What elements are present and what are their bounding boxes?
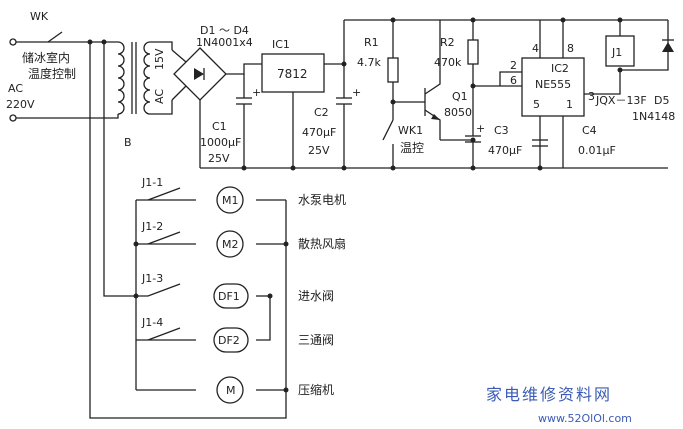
transformer: B 15V AC (87, 39, 173, 149)
c4-value: 0.01μF (578, 144, 616, 157)
watermark: 家电维修资料网 www.52OlOl.com (486, 385, 632, 425)
ic2-part: NE555 (535, 78, 571, 91)
relay-contact-j1-4: J1-4 (141, 316, 181, 341)
relay-contact-j1-3: J1-3 (136, 272, 181, 297)
pin1-label: 1 (566, 98, 573, 111)
threeway-label: 三通阀 (298, 333, 334, 347)
diode-d5: D5 1N4148 (632, 39, 675, 123)
r1-label: R1 (364, 36, 379, 49)
c3-value: 470μF (488, 144, 522, 157)
c2-label: C2 (314, 106, 329, 119)
pin6-label: 6 (510, 74, 517, 87)
m-label: M (226, 384, 236, 397)
ic2-ne555: 4 8 2 6 3 5 1 IC2 NE555 (499, 20, 595, 168)
capacitor-c1: + C1 1000μF 25V (200, 74, 261, 168)
q1-part: 8050 (444, 106, 472, 119)
r2-label: R2 (440, 36, 455, 49)
c1-label: C1 (212, 120, 227, 133)
ac-input-label: AC (8, 82, 23, 95)
c2-value: 470μF (302, 126, 336, 139)
top-rail (344, 17, 668, 23)
fan-motor-m2: M2 散热风扇 (216, 230, 346, 258)
pump-motor-m1: M1 水泵电机 (216, 186, 346, 214)
fan-label: 散热风扇 (298, 236, 346, 251)
wk1-thermostat: WK1 温控 (382, 102, 424, 168)
bridge-rectifier: D1 ～ D4 1N4001x4 (171, 24, 262, 168)
pin4-label: 4 (532, 42, 539, 55)
j1-2-label: J1-2 (141, 220, 163, 233)
wk-thermostat-switch (47, 31, 90, 43)
wk1-label: WK1 (398, 124, 423, 137)
inlet-valve-df1: DF1 进水阀 (213, 283, 334, 309)
pin3-label: 3 (588, 90, 595, 103)
capacitor-c4: C4 0.01μF (532, 124, 616, 157)
wk-label: WK (30, 10, 49, 23)
load-wiring (89, 39, 289, 419)
pin8-label: 8 (567, 42, 574, 55)
compressor-label: 压缩机 (298, 382, 334, 397)
df1-label: DF1 (218, 290, 240, 303)
c1-value: 1000μF (200, 136, 241, 149)
svg-text:+: + (252, 86, 261, 99)
r2-value: 470k (434, 56, 462, 69)
transformer-label: B (124, 136, 132, 149)
relay-contact-j1-1: J1-1 (141, 176, 181, 201)
relay-j1: J1 JQX－13F (584, 20, 669, 107)
ic1-label: IC1 (272, 38, 290, 51)
wk1-cn-label: 温控 (400, 141, 424, 155)
watermark-url: www.52OlOl.com (538, 412, 632, 425)
capacitor-c3: + C3 470μF (440, 86, 522, 168)
pin2-label: 2 (510, 59, 517, 72)
pump-label: 水泵电机 (298, 193, 346, 207)
c2-voltage: 25V (308, 144, 330, 157)
mains-input: WK 储冰室内 温度控制 AC 220V (6, 10, 90, 122)
ground-rail (200, 165, 668, 171)
ic2-label: IC2 (551, 62, 569, 75)
svg-text:+: + (352, 86, 361, 99)
relay-label: J1 (611, 46, 622, 59)
diodes-part-label: 1N4001x4 (196, 36, 253, 49)
watermark-text: 家电维修资料网 (486, 385, 612, 404)
df2-label: DF2 (218, 334, 240, 347)
diodes-label: D1 ～ D4 (200, 24, 249, 37)
capacitor-c2: + C2 470μF 25V (302, 20, 361, 168)
d5-part: 1N4148 (632, 110, 675, 123)
resistor-r1: R1 4.7k (357, 20, 425, 105)
c3-label: C3 (494, 124, 509, 137)
ic1-regulator: IC1 7812 (261, 38, 344, 168)
pin5-label: 5 (533, 98, 540, 111)
m1-label: M1 (222, 194, 239, 207)
secondary-voltage-label: 15V (153, 48, 166, 70)
r1-value: 4.7k (357, 56, 381, 69)
svg-text:+: + (476, 122, 485, 135)
relay-contact-j1-2: J1-2 (141, 220, 181, 245)
m2-label: M2 (222, 238, 239, 251)
inlet-label: 进水阀 (298, 289, 334, 303)
j1-3-label: J1-3 (141, 272, 163, 285)
j1-4-label: J1-4 (141, 316, 163, 329)
q1-label: Q1 (452, 90, 468, 103)
secondary-ac-label: AC (153, 89, 166, 104)
room-control-label-1: 储冰室内 (22, 50, 70, 65)
c1-voltage: 25V (208, 152, 230, 165)
threeway-valve-df2: DF2 三通阀 (213, 327, 334, 353)
j1-1-label: J1-1 (141, 176, 163, 189)
regulator-part: 7812 (277, 67, 308, 81)
relay-part: JQX－13F (595, 94, 647, 107)
room-control-label-2: 温度控制 (28, 66, 76, 81)
compressor-motor: M 压缩机 (216, 376, 334, 404)
d5-label: D5 (654, 94, 669, 107)
c4-label: C4 (582, 124, 597, 137)
transistor-q1: Q1 8050 (424, 20, 472, 140)
resistor-r2: R2 470k (434, 20, 500, 89)
voltage-input-label: 220V (6, 98, 35, 111)
